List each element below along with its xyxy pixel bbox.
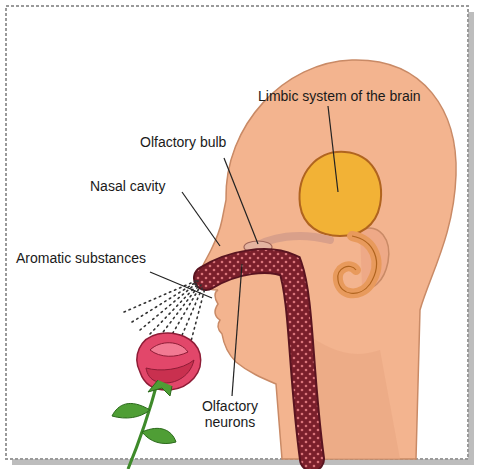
hippocampus	[338, 236, 377, 293]
torn-frame	[6, 6, 468, 459]
rose-sepal	[148, 380, 172, 396]
part-label: Nasal cavity	[90, 178, 165, 194]
rose-petal	[146, 360, 194, 383]
hippocampus-outline	[338, 236, 377, 293]
rose-stem	[128, 380, 158, 469]
part-label: Olfactory bulb	[140, 134, 226, 150]
rose-bloom	[137, 333, 201, 390]
part-label: Olfactory neurons	[190, 398, 270, 430]
rose-leaf	[112, 403, 150, 418]
rose-leaf	[142, 428, 176, 443]
part-label: Limbic system of the brain	[258, 88, 421, 104]
rose-petal	[150, 343, 188, 357]
limbic-system	[300, 152, 382, 236]
part-label: Aromatic substances	[16, 250, 146, 266]
